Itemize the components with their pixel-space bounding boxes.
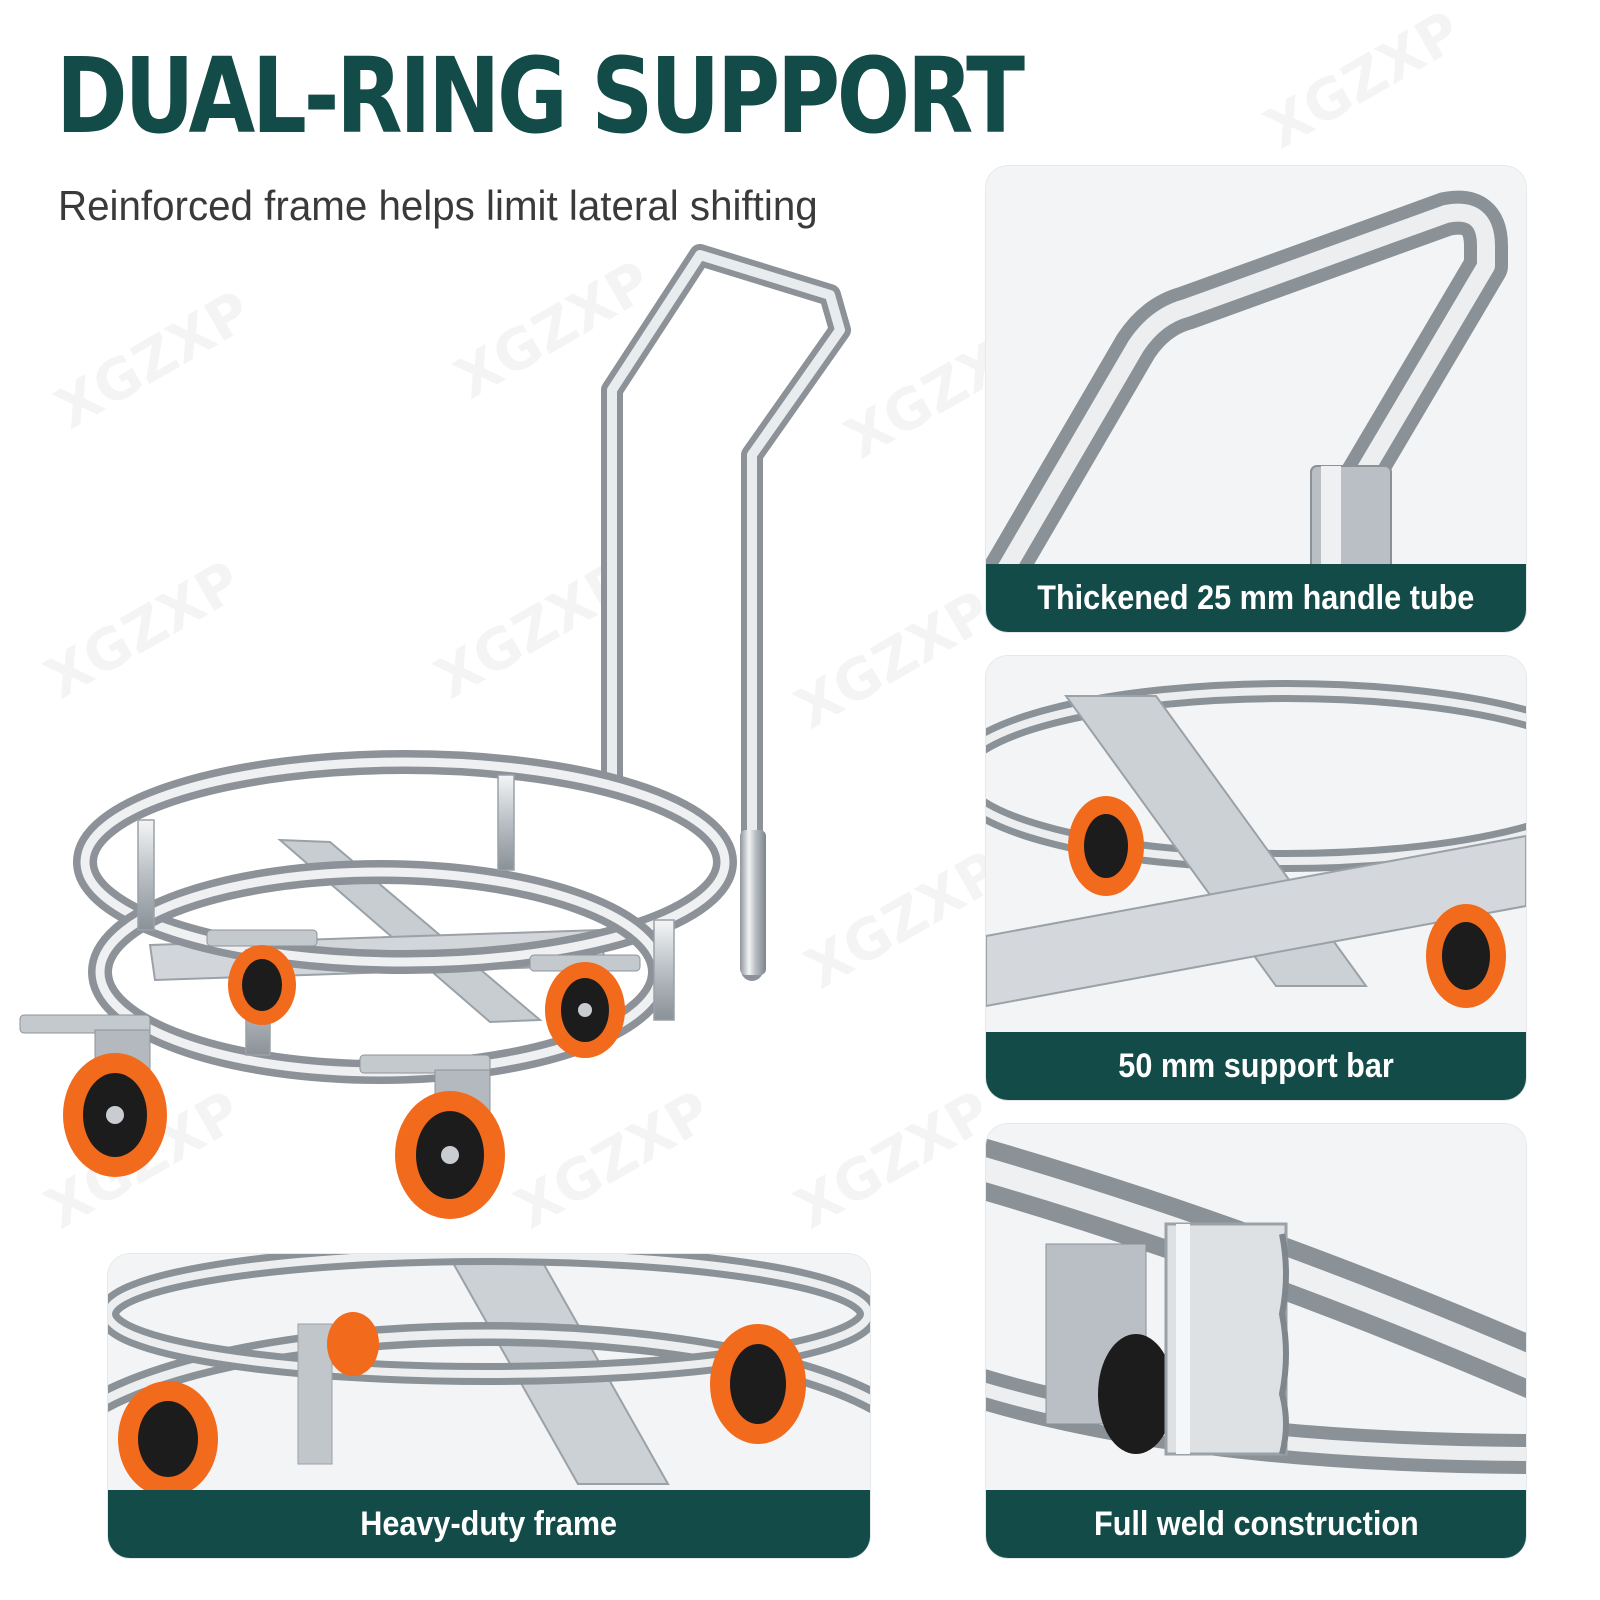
caption-text: Heavy-duty frame: [360, 1504, 618, 1543]
handle-tube-closeup-icon: [986, 166, 1526, 632]
caption-bar: Heavy-duty frame: [108, 1490, 870, 1558]
page-title: DUAL-RING SUPPORT: [56, 35, 1025, 157]
feature-card-heavy-duty-frame: Heavy-duty frame: [108, 1254, 870, 1558]
support-bar-closeup-icon: [986, 656, 1526, 1100]
feature-card-full-weld: Full weld construction: [986, 1124, 1526, 1558]
caption-bar: 50 mm support bar: [986, 1032, 1526, 1100]
handle-tube: [601, 244, 851, 981]
caption-text: Thickened 25 mm handle tube: [1037, 578, 1475, 617]
handle-sleeve: [740, 830, 766, 975]
caption-text: 50 mm support bar: [1118, 1046, 1394, 1085]
feature-card-handle-tube: Thickened 25 mm handle tube: [986, 166, 1526, 632]
page-subtitle: Reinforced frame helps limit lateral shi…: [58, 182, 818, 229]
weld-joint-closeup-icon: [986, 1124, 1526, 1558]
caption-bar: Thickened 25 mm handle tube: [986, 564, 1526, 632]
watermark-text: XGZXP: [1255, 0, 1473, 162]
feature-card-support-bar: 50 mm support bar: [986, 656, 1526, 1100]
caption-text: Full weld construction: [1093, 1504, 1419, 1543]
caster-wheels: [19, 929, 641, 1219]
caption-bar: Full weld construction: [986, 1490, 1526, 1558]
dolly-with-handle-icon: [19, 244, 851, 1219]
